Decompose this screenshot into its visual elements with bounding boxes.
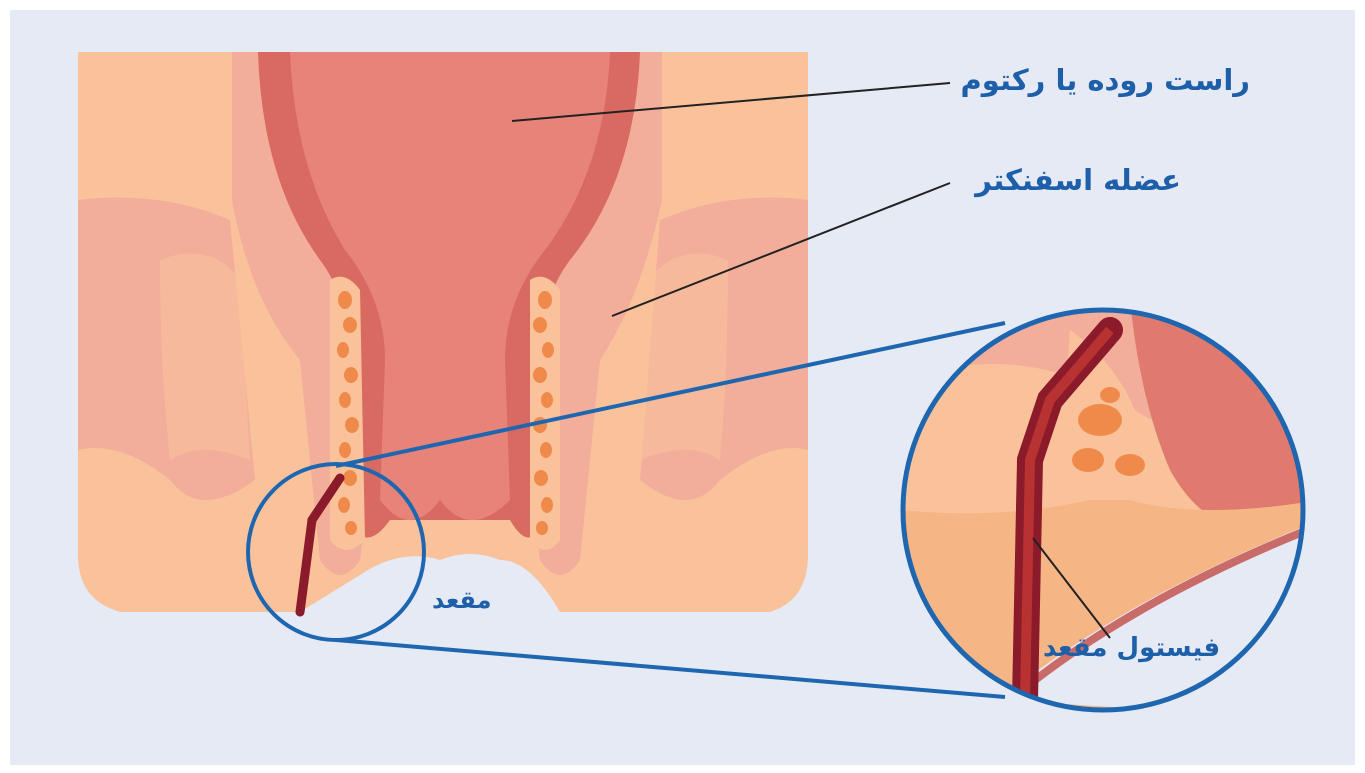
right-fat-column [530,277,560,550]
right-muscle-fold [640,253,728,460]
anal-fistula-label: فیستول مقعد [1043,635,1220,661]
anus-label: مقعد [432,588,492,612]
left-fat-column [330,277,365,550]
left-muscle-fold [160,253,250,460]
rectum-label: راست روده یا رکتوم [961,66,1250,95]
pelvic-cross-section [78,52,808,612]
sphincter-label: عضله اسفنکتر [975,166,1181,195]
